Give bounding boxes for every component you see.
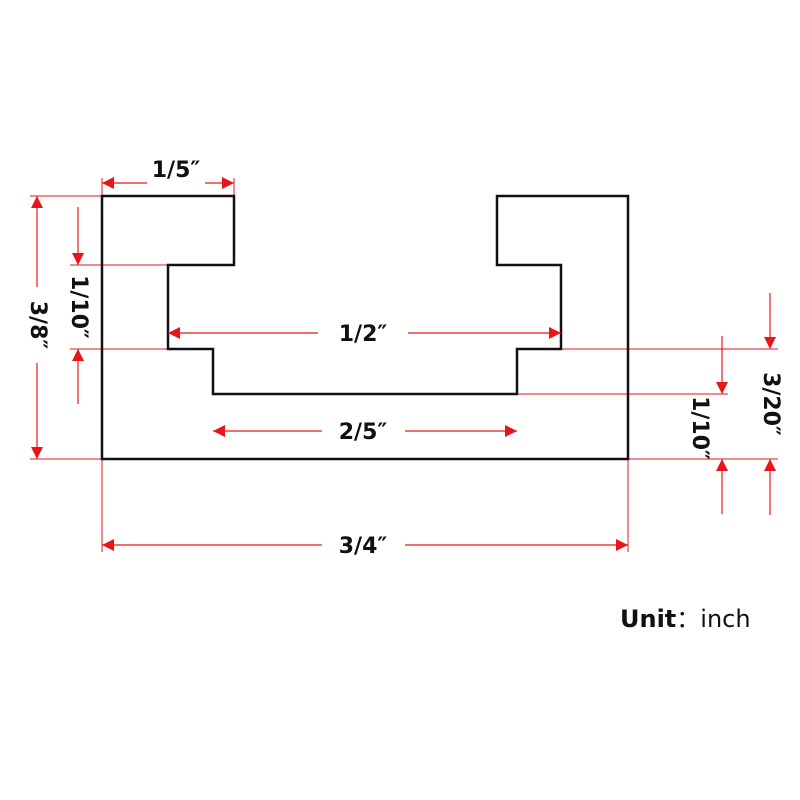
dimension-overall-height: 3/8″ [25, 196, 50, 459]
dimension-base-thickness: 3/20″ [758, 293, 783, 515]
dimension-label: 1/10″ [66, 275, 91, 339]
dimension-overall-width: 3/4″ [102, 534, 628, 559]
dimension-label: 3/20″ [758, 372, 783, 436]
dimension-top-slot-width: 1/5″ [102, 158, 234, 189]
unit-note: Unit：inch [620, 605, 751, 633]
unit-separator: ： [676, 605, 700, 633]
dimension-label: 1/10″ [687, 396, 712, 460]
extension-lines [30, 178, 778, 552]
dimension-inner-slot-width: 1/2″ [168, 322, 561, 347]
dimension-label: 1/2″ [339, 322, 388, 347]
t-track-profile-outline [100, 194, 630, 461]
dimension-step-height: 1/10″ [687, 336, 728, 514]
dimension-label: 2/5″ [339, 420, 388, 445]
unit-label: Unit [620, 605, 676, 633]
dimension-label: 3/8″ [25, 301, 50, 350]
dimension-lip-thickness: 1/10″ [66, 207, 91, 404]
dimension-label: 1/5″ [152, 158, 201, 183]
dimension-bottom-slot-width: 2/5″ [213, 420, 517, 445]
dimension-label: 3/4″ [339, 534, 388, 559]
unit-value: inch [700, 605, 750, 633]
